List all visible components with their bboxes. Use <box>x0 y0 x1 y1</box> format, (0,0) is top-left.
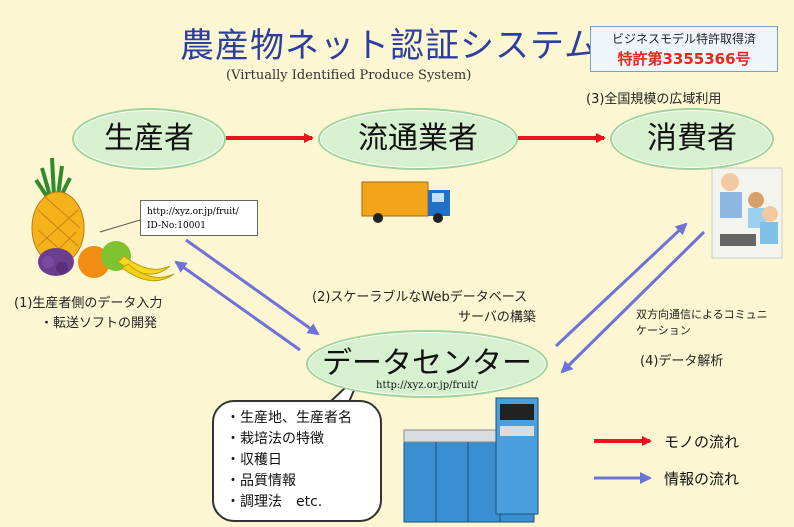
server-computer-icon <box>403 397 539 523</box>
node-consumer-label: 消費者 <box>647 121 737 156</box>
patent-badge: ビジネスモデル特許取得済 特許第3355366号 <box>590 26 778 72</box>
bubble-item: ・調理法 etc. <box>226 494 323 510</box>
note-producer-data-input: (1)生産者側のデータ入力 <box>14 296 163 311</box>
node-distributor-label: 流通業者 <box>358 121 478 156</box>
info-arrow-consumer-to-center <box>560 230 706 374</box>
bubble-item: ・生産地、生産者名 <box>226 410 352 426</box>
product-label-url: http://xyz.or.jp/fruit/ <box>147 207 239 217</box>
node-producer-label: 生産者 <box>104 121 194 156</box>
page-title: 農産物ネット認証システム <box>180 26 599 66</box>
bubble-item: ・品質情報 <box>226 473 296 489</box>
node-consumer: 消費者 <box>610 108 774 170</box>
node-datacenter-label: データセンター <box>322 346 532 381</box>
note-server-build: サーバの構築 <box>458 310 536 325</box>
fruit-basket-icon <box>31 157 175 282</box>
label-connector <box>99 219 141 233</box>
note-scalable-db: (2)スケーラブルなWebデータベース <box>312 290 528 305</box>
info-arrow-center-to-producer <box>174 260 301 352</box>
patent-number: 特許第3355366号 <box>617 50 751 68</box>
node-datacenter-url: http://xyz.or.jp/fruit/ <box>376 380 478 391</box>
truck-icon <box>361 181 450 223</box>
legend-info-label: 情報の流れ <box>664 470 740 488</box>
node-datacenter: データセンター http://xyz.or.jp/fruit/ <box>306 330 548 398</box>
bubble-item: ・栽培法の特徴 <box>226 431 324 447</box>
product-label-id: ID-No:10001 <box>147 221 206 231</box>
note-data-analysis: (4)データ解析 <box>640 354 724 369</box>
node-producer: 生産者 <box>72 108 226 170</box>
page-subtitle: (Virtually Identified Produce System) <box>226 68 472 83</box>
patent-line-1: ビジネスモデル特許取得済 <box>611 32 756 46</box>
legend-goods-label: モノの流れ <box>664 433 740 451</box>
note-wide-area-use: (3)全国規模の広域利用 <box>586 92 722 107</box>
bubble-item: ・収穫日 <box>226 452 282 468</box>
info-arrow-center-to-consumer <box>554 222 688 348</box>
info-arrow-producer-to-center <box>185 238 320 336</box>
note-transfer-software: ・転送ソフトの開発 <box>40 316 158 331</box>
data-items-bubble: ・生産地、生産者名 ・栽培法の特徴 ・収穫日 ・品質情報 ・調理法 etc. <box>212 400 382 522</box>
product-label-box: http://xyz.or.jp/fruit/ ID-No:10001 <box>140 200 258 236</box>
note-two-way-comm-2: ケーション <box>636 324 691 337</box>
node-distributor: 流通業者 <box>318 108 518 170</box>
note-two-way-comm: 双方向通信によるコミュニ <box>636 308 768 321</box>
consumers-family-icon <box>711 167 783 259</box>
